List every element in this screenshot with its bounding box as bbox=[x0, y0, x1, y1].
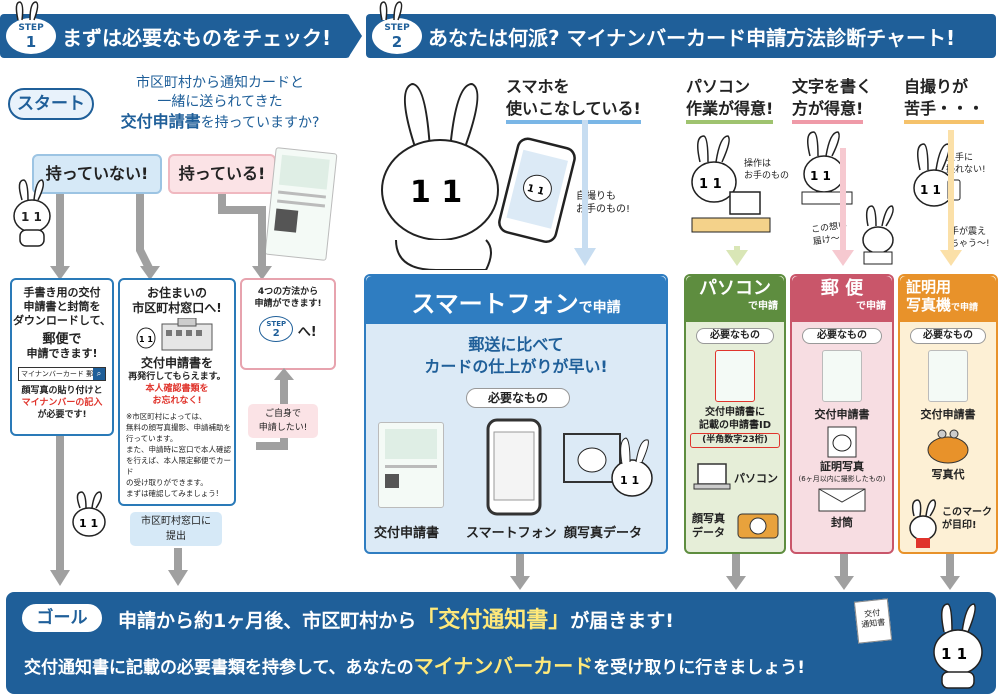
booth-panel: 証明用写真機で申請 必要なもの 交付申請書 写真代 このマークが目印! bbox=[898, 274, 998, 554]
rabbit-at-pc-icon: 1 1 bbox=[691, 135, 771, 233]
big-rabbit-with-phone: 1 1 1 1 bbox=[381, 82, 576, 270]
goal-line-1: 申請から約1ヶ月後、市区町村から「交付通知書」が届きます! bbox=[118, 608, 674, 633]
answer-yes[interactable]: 持っている! bbox=[168, 154, 276, 194]
svg-text:1 1: 1 1 bbox=[79, 517, 98, 530]
start-label: スタート bbox=[8, 88, 94, 120]
mail-item-1: 交付申請書 bbox=[814, 408, 870, 421]
application-form-thumb bbox=[378, 422, 444, 508]
application-form-thumb bbox=[822, 350, 862, 402]
svg-text:1 1: 1 1 bbox=[139, 335, 153, 344]
smartphone-item-2: スマートフォン bbox=[466, 526, 557, 541]
rabbit-character-icon: 1 1 bbox=[13, 179, 51, 247]
smartphone-item-1: 交付申請書 bbox=[374, 526, 440, 541]
step2-down-arrows bbox=[510, 554, 960, 590]
mail-item-2: 証明写真 bbox=[820, 460, 864, 473]
svg-text:1 1: 1 1 bbox=[810, 169, 831, 183]
envelope-icon bbox=[818, 488, 866, 512]
laptop-icon bbox=[693, 463, 731, 490]
mynumber-mark-icon bbox=[909, 499, 937, 548]
mail-question: 文字を書く 方が得意! bbox=[792, 76, 892, 124]
pc-note: 操作は お手のもの bbox=[744, 159, 790, 181]
rabbit-with-letter-icon bbox=[862, 205, 894, 265]
goal-label: ゴール bbox=[20, 602, 104, 634]
step2-title: あなたは何派? マイナンバーカード申請方法診断チャート! bbox=[428, 26, 956, 50]
notification-doc-icon: 交付通知書 bbox=[853, 598, 893, 644]
smartphone-panel: スマートフォンで申請 郵送に比べて カードの仕上がりが早い! 必要なもの 1 1… bbox=[364, 274, 668, 554]
mail-item-2-note: (6ヶ月以内に撮影したもの) bbox=[798, 475, 886, 483]
rabbit-writing-icon: 1 1 bbox=[801, 131, 853, 205]
svg-text:1 1: 1 1 bbox=[526, 183, 546, 198]
answer-no[interactable]: 持っていない! bbox=[32, 154, 162, 194]
svg-text:1 1: 1 1 bbox=[941, 645, 967, 663]
goal-line-2: 交付通知書に記載の必要書類を持参して、あなたのマイナンバーカードを受け取りに行き… bbox=[24, 654, 806, 678]
photo-question: 自撮りが 苦手・・・ bbox=[904, 76, 996, 124]
pc-panel-header: パソコンで申請 bbox=[686, 276, 784, 322]
rabbit-ears-icon bbox=[15, 1, 39, 21]
smartphone-needs-label: 必要なもの bbox=[466, 388, 570, 408]
svg-text:1 1: 1 1 bbox=[699, 177, 722, 192]
pc-item-2: パソコン bbox=[734, 472, 778, 485]
rabbit-character-icon: 1 1 bbox=[72, 491, 106, 537]
question-arrows bbox=[574, 120, 962, 266]
goal-banner: ゴール 申請から約1ヶ月後、市区町村から「交付通知書」が届きます! 交付通知書に… bbox=[6, 592, 996, 694]
pc-item-3: 顔写真データ bbox=[692, 512, 725, 539]
id-photo-icon bbox=[827, 426, 857, 458]
photo-note-2: 手が震え ちゃう〜! bbox=[950, 227, 990, 249]
rabbit-ears-icon bbox=[379, 1, 403, 21]
search-icon: ⌕ bbox=[93, 368, 105, 380]
photo-note-1: 上手に 撮れない! bbox=[946, 153, 986, 175]
pc-question: パソコン 作業が得意! bbox=[686, 76, 786, 124]
svg-text:1 1: 1 1 bbox=[620, 474, 639, 487]
pc-needs-label: 必要なもの bbox=[696, 328, 774, 344]
rabbit-character-icon: 1 1 bbox=[933, 603, 983, 689]
application-form-thumb bbox=[715, 350, 755, 402]
application-form-thumb bbox=[928, 350, 968, 402]
step1-arrow-tip bbox=[348, 14, 362, 58]
mail-panel: 郵 便で申請 必要なもの 交付申請書 証明写真 (6ヶ月以内に撮影したもの) 封… bbox=[790, 274, 894, 554]
booth-needs-label: 必要なもの bbox=[910, 328, 986, 344]
booth-item-3: このマークが目印! bbox=[942, 507, 992, 531]
step1-down-arrows bbox=[50, 436, 188, 586]
smartphone-panel-header: スマートフォンで申請 bbox=[366, 276, 666, 324]
start-question: 市区町村から通知カードと 一緒に送られてきた 交付申請書を持っていますか? bbox=[120, 75, 320, 131]
submit-at-window-label: 市区町村窓口に 提出 bbox=[130, 512, 222, 546]
download-box: 手書き用の交付 申請書と封筒を ダウンロードして、 郵便で 申請できます! マイ… bbox=[10, 278, 114, 436]
booth-item-2: 写真代 bbox=[931, 468, 965, 481]
booth-panel-header: 証明用写真機で申請 bbox=[900, 276, 996, 322]
mail-needs-label: 必要なもの bbox=[802, 328, 882, 344]
rabbit-selfie-icon: 1 1 bbox=[913, 143, 961, 207]
smartphone-question: スマホを 使いこなしている! bbox=[506, 76, 666, 124]
smartphone-note: 自撮りも お手のもの! bbox=[576, 191, 631, 215]
up-arrow-to-four bbox=[256, 368, 294, 450]
do-it-yourself-label: ご自身で 申請したい! bbox=[248, 404, 318, 438]
camera-icon bbox=[737, 513, 779, 539]
face-photo-icon: 1 1 bbox=[563, 433, 653, 497]
step1-title: まずは必要なものをチェック! bbox=[62, 26, 332, 50]
smartphone-icon bbox=[486, 418, 542, 516]
svg-text:1 1: 1 1 bbox=[21, 210, 42, 224]
window-box: お住まいの 市区町村窓口へ! 1 1 交付申請書を 再発行してもらえます。 本人… bbox=[118, 278, 236, 506]
city-hall-icon: 1 1 bbox=[136, 317, 213, 351]
coin-purse-icon bbox=[927, 429, 969, 464]
booth-item-1: 交付申請書 bbox=[920, 408, 976, 421]
pc-panel: パソコンで申請 必要なもの 交付申請書に記載の申請書ID (半角数字23桁) パ… bbox=[684, 274, 786, 554]
flow-arrows-step1 bbox=[50, 194, 272, 280]
smartphone-item-3: 顔写真データ bbox=[564, 526, 643, 541]
search-bar[interactable]: マイナンバーカード 郵便 ⌕ bbox=[18, 367, 106, 381]
svg-text:1 1: 1 1 bbox=[920, 183, 941, 197]
mail-panel-header: 郵 便で申請 bbox=[792, 276, 892, 322]
mail-item-3: 封筒 bbox=[831, 516, 853, 529]
svg-text:1 1: 1 1 bbox=[410, 175, 462, 210]
